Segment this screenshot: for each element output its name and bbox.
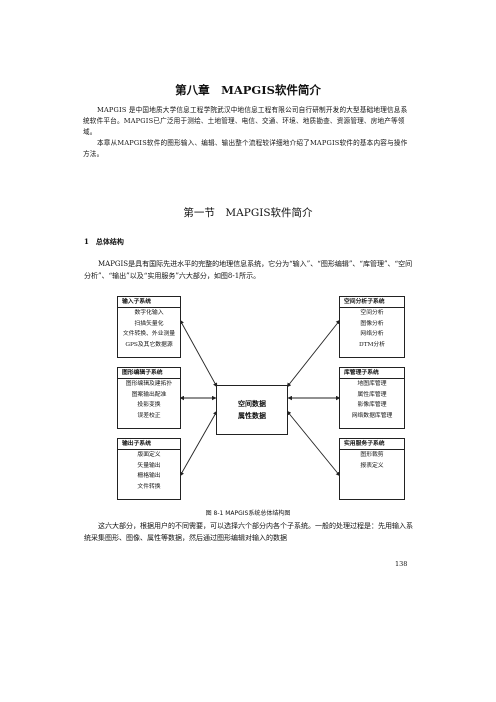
- center-label: 空间数据: [238, 399, 266, 408]
- box-item: 投影变换: [137, 402, 161, 408]
- connector-service: [286, 410, 341, 477]
- central-data-box: 空间数据 属性数据: [216, 385, 288, 435]
- box-title: 输入子系统: [118, 297, 180, 308]
- connector-analysis: [286, 319, 341, 388]
- output-subsystem-box: 输出子系统 版面定义 矢量输出 栅格输出 文件转换: [117, 438, 181, 500]
- paragraph-text: 这六大部分，根据用户的不同需要，可以选择六个部分内各个子系统。一般的处理过程是：…: [84, 522, 413, 542]
- box-item: 图案输出配准: [131, 391, 167, 398]
- intro-text: MAPGIS 是中国地质大学信息工程学院武汉中地信息工程有限公司自行研制开发的大…: [83, 105, 411, 160]
- connector-output: [179, 410, 218, 477]
- chapter-title: 第八章 MAPGIS软件简介: [175, 83, 321, 97]
- box-title: 实用服务子系统: [340, 439, 404, 450]
- box-item: 影像库管理: [357, 402, 387, 408]
- box-item: 地图库管理: [357, 381, 387, 387]
- box-title: 图形编辑子系统: [118, 368, 180, 379]
- figure-caption: 图 8-1 MAPGIS系统总体结构图: [205, 510, 291, 517]
- box-item: 扫描矢量化: [134, 320, 164, 327]
- box-item: 误差校正: [137, 412, 161, 419]
- intro-paragraph: MAPGIS 是中国地质大学信息工程学院武汉中地信息工程有限公司自行研制开发的大…: [83, 106, 408, 136]
- section-title: 第一节 MAPGIS软件简介: [183, 207, 313, 219]
- box-item: 网络数据库管理: [351, 412, 393, 419]
- box-item: DTM分析: [358, 341, 386, 348]
- paragraph-text: MAPGIS是具有国际先进水平的完整的地理信息系统，它分为“输入”、“图形编辑”…: [84, 260, 413, 280]
- box-item: 空间分析: [360, 310, 384, 316]
- connector-input: [179, 319, 218, 388]
- box-item: 数字化输入: [134, 310, 164, 316]
- edit-subsystem-box: 图形编辑子系统 图形编辑及建拓扑 图案输出配准 投影变换 误差校正: [117, 367, 181, 429]
- box-title: 库管理子系统: [340, 368, 404, 379]
- subsection-title: 1 总体结构: [84, 237, 124, 246]
- box-item: 属性库管理: [357, 391, 387, 398]
- box-title: 输出子系统: [118, 439, 180, 450]
- structure-paragraph: MAPGIS是具有国际先进水平的完整的地理信息系统，它分为“输入”、“图形编辑”…: [84, 258, 414, 282]
- closing-paragraph: 这六大部分，根据用户的不同需要，可以选择六个部分内各个子系统。一般的处理过程是：…: [84, 520, 414, 544]
- box-item: 图像分析: [360, 320, 384, 327]
- analysis-subsystem-box: 空间分析子系统 空间分析 图像分析 网络分析 DTM分析: [339, 296, 405, 358]
- page-number: 138: [395, 560, 408, 568]
- service-subsystem-box: 实用服务子系统 图形裁剪 报表定义: [339, 438, 405, 500]
- box-item: 栅格输出: [137, 473, 161, 479]
- box-item: 文件转换: [137, 483, 161, 490]
- db-subsystem-box: 库管理子系统 地图库管理 属性库管理 影像库管理 网络数据库管理: [339, 367, 405, 429]
- box-item: 文件转换、外业测量: [122, 331, 176, 337]
- box-item: 矢量输出: [137, 462, 161, 469]
- box-item: GPS及其它数据源: [125, 341, 173, 348]
- box-item: 网络分析: [360, 331, 384, 337]
- box-item: 版面定义: [137, 452, 161, 458]
- input-subsystem-box: 输入子系统 数字化输入 扫描矢量化 文件转换、外业测量 GPS及其它数据源: [117, 296, 181, 358]
- box-item: 报表定义: [360, 462, 384, 469]
- box-item: 图形裁剪: [360, 452, 384, 458]
- box-title: 空间分析子系统: [340, 297, 404, 308]
- intro-paragraph: 本章从MAPGIS软件的图形输入、编辑、输出整个流程较详细地介绍了MAPGIS软…: [83, 139, 408, 158]
- box-item: 图形编辑及建拓扑: [125, 381, 173, 387]
- center-label: 属性数据: [238, 411, 266, 420]
